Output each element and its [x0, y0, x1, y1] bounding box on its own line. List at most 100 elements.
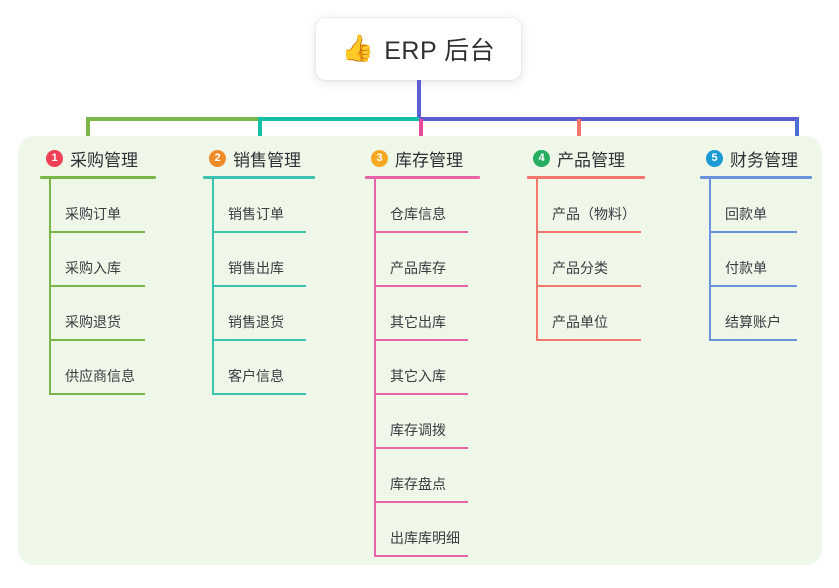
branch-number-badge: 4 — [533, 149, 550, 167]
branch-leaf-list: 采购订单采购入库采购退货供应商信息 — [49, 179, 200, 395]
leaf-node[interactable]: 结算账户 — [709, 287, 830, 341]
branch-spine — [49, 179, 51, 395]
leaf-rule — [374, 231, 468, 233]
leaf-rule — [536, 285, 641, 287]
leaf-node[interactable]: 产品分类 — [536, 233, 687, 287]
leaf-label: 产品单位 — [552, 314, 608, 330]
leaf-label: 结算账户 — [725, 314, 781, 330]
leaf-label: 回款单 — [725, 206, 767, 222]
branch-header-rule — [203, 176, 315, 179]
leaf-node[interactable]: 回款单 — [709, 179, 830, 233]
branch-drop-2 — [258, 119, 262, 141]
leaf-rule — [212, 393, 306, 395]
branch-title: 采购管理 — [70, 150, 138, 170]
branch-header-rule — [365, 176, 480, 179]
leaf-rule — [374, 447, 468, 449]
leaf-label: 销售订单 — [228, 206, 284, 222]
leaf-label: 产品（物料） — [552, 206, 636, 222]
branch-leaf-list: 仓库信息产品库存其它出库其它入库库存调拨库存盘点出库库明细 — [374, 179, 527, 557]
leaf-node[interactable]: 产品单位 — [536, 287, 687, 341]
branch-spine — [536, 179, 538, 341]
leaf-node[interactable]: 其它入库 — [374, 341, 527, 395]
branch-title: 财务管理 — [730, 150, 798, 170]
leaf-rule — [374, 555, 468, 557]
branch-title: 销售管理 — [233, 150, 301, 170]
leaf-node[interactable]: 销售退货 — [212, 287, 363, 341]
leaf-rule — [212, 285, 306, 287]
leaf-label: 销售出库 — [228, 260, 284, 276]
branch-column-2: 2 销售管理销售订单销售出库销售退货客户信息 — [203, 146, 363, 395]
leaf-label: 其它出库 — [390, 314, 446, 330]
bus-segment-1 — [86, 117, 260, 121]
branch-drop-4 — [577, 119, 581, 141]
branch-drop-5 — [795, 119, 799, 141]
leaf-node[interactable]: 库存调拨 — [374, 395, 527, 449]
leaf-node[interactable]: 其它出库 — [374, 287, 527, 341]
branch-header-4[interactable]: 4 产品管理 — [527, 146, 687, 170]
leaf-node[interactable]: 销售订单 — [212, 179, 363, 233]
branch-header-3[interactable]: 3 库存管理 — [365, 146, 527, 170]
leaf-rule — [49, 285, 145, 287]
branch-column-5: 5 财务管理回款单付款单结算账户 — [700, 146, 830, 341]
root-title: ERP 后台 — [384, 37, 496, 65]
bus-segment-3 — [419, 117, 799, 121]
leaf-label: 其它入库 — [390, 368, 446, 384]
leaf-rule — [49, 339, 145, 341]
root-node[interactable]: 👍 ERP 后台 — [316, 18, 521, 80]
leaf-node[interactable]: 付款单 — [709, 233, 830, 287]
leaf-node[interactable]: 客户信息 — [212, 341, 363, 395]
leaf-rule — [536, 339, 641, 341]
branch-drop-3 — [419, 119, 423, 141]
branch-column-4: 4 产品管理产品（物料） 产品分类产品单位 — [527, 146, 687, 341]
leaf-node[interactable]: 销售出库 — [212, 233, 363, 287]
leaf-label: 销售退货 — [228, 314, 284, 330]
branch-spine — [374, 179, 376, 557]
leaf-node[interactable]: 产品库存 — [374, 233, 527, 287]
branch-leaf-list: 产品（物料） 产品分类产品单位 — [536, 179, 687, 341]
leaf-node[interactable]: 采购订单 — [49, 179, 200, 233]
leaf-node[interactable]: 仓库信息 — [374, 179, 527, 233]
branch-title: 产品管理 — [557, 150, 625, 170]
branch-column-3: 3 库存管理仓库信息产品库存其它出库其它入库库存调拨库存盘点出库库明细 — [365, 146, 527, 557]
leaf-node[interactable]: 供应商信息 — [49, 341, 200, 395]
leaf-node[interactable]: 库存盘点 — [374, 449, 527, 503]
branch-leaf-list: 销售订单销售出库销售退货客户信息 — [212, 179, 363, 395]
branch-title: 库存管理 — [395, 150, 463, 170]
diagram-panel — [18, 136, 822, 565]
branch-header-rule — [40, 176, 156, 179]
leaf-rule — [212, 231, 306, 233]
leaf-node[interactable]: 出库库明细 — [374, 503, 527, 557]
leaf-node[interactable]: 产品（物料） — [536, 179, 687, 233]
leaf-rule — [709, 285, 797, 287]
leaf-rule — [49, 231, 145, 233]
leaf-label: 出库库明细 — [390, 530, 460, 546]
branch-header-2[interactable]: 2 销售管理 — [203, 146, 363, 170]
branch-number-badge: 5 — [706, 149, 723, 167]
leaf-rule — [374, 501, 468, 503]
leaf-label: 采购入库 — [65, 260, 121, 276]
leaf-label: 产品分类 — [552, 260, 608, 276]
branch-leaf-list: 回款单付款单结算账户 — [709, 179, 830, 341]
leaf-node[interactable]: 采购退货 — [49, 287, 200, 341]
branch-header-5[interactable]: 5 财务管理 — [700, 146, 830, 170]
branch-spine — [709, 179, 711, 341]
leaf-label: 库存调拨 — [390, 422, 446, 438]
leaf-rule — [709, 231, 797, 233]
branch-number-badge: 2 — [209, 149, 226, 167]
leaf-label: 供应商信息 — [65, 368, 135, 384]
leaf-node[interactable]: 采购入库 — [49, 233, 200, 287]
branch-spine — [212, 179, 214, 395]
branch-header-rule — [700, 176, 812, 179]
leaf-label: 客户信息 — [228, 368, 284, 384]
leaf-rule — [212, 339, 306, 341]
leaf-label: 库存盘点 — [390, 476, 446, 492]
leaf-rule — [536, 231, 641, 233]
bus-segment-2 — [258, 117, 422, 121]
branch-number-badge: 3 — [371, 149, 388, 167]
leaf-label: 仓库信息 — [390, 206, 446, 222]
leaf-label: 付款单 — [725, 260, 767, 276]
branch-drop-1 — [86, 119, 90, 141]
